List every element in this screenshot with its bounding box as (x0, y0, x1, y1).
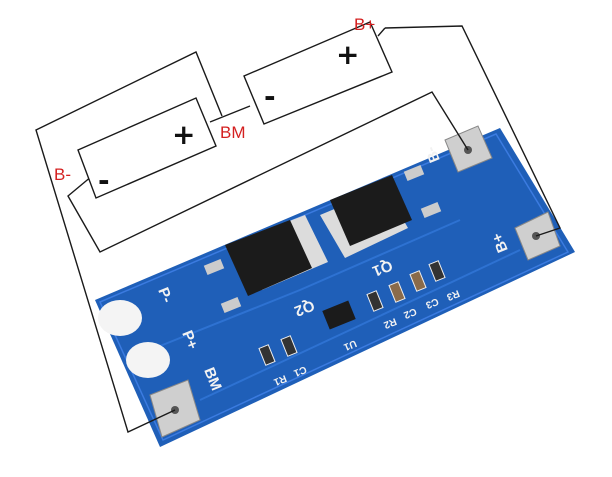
silk-r3: R3 (445, 287, 461, 302)
silk-c2: C2 (402, 305, 418, 320)
battery-cell-2: - + (243, 21, 393, 125)
silk-r2: R2 (382, 315, 398, 330)
silk-p-minus: P- (154, 285, 175, 305)
label-bm: BM (220, 123, 246, 142)
bm-pad (149, 379, 201, 438)
mosfet-q1 (320, 164, 442, 258)
p-minus-pad (98, 300, 142, 336)
silk-b-minus: B- (422, 144, 444, 165)
silk-q2: Q2 (292, 296, 317, 319)
label-b-plus: B+ (354, 15, 375, 34)
label-b-minus: B- (54, 165, 71, 184)
silk-c1: C1 (292, 363, 308, 378)
cell-1-minus: - (98, 164, 110, 197)
silk-r1: R1 (272, 372, 288, 387)
cell-1-plus: + (172, 118, 195, 151)
silk-q1: Q1 (370, 256, 395, 279)
silk-b-plus: B+ (489, 230, 512, 255)
cell-2-plus: + (336, 38, 359, 71)
cell-2-minus: - (264, 80, 276, 113)
wires (35, 25, 561, 433)
battery-cell-1: - + (77, 97, 217, 199)
passive-components (258, 260, 446, 366)
silk-u1: U1 (342, 337, 358, 352)
ic-u1 (322, 300, 356, 330)
silk-c3: C3 (424, 295, 440, 310)
mosfet-q2 (203, 215, 328, 314)
silk-p-plus: P+ (178, 328, 201, 352)
p-plus-pad (126, 342, 170, 378)
